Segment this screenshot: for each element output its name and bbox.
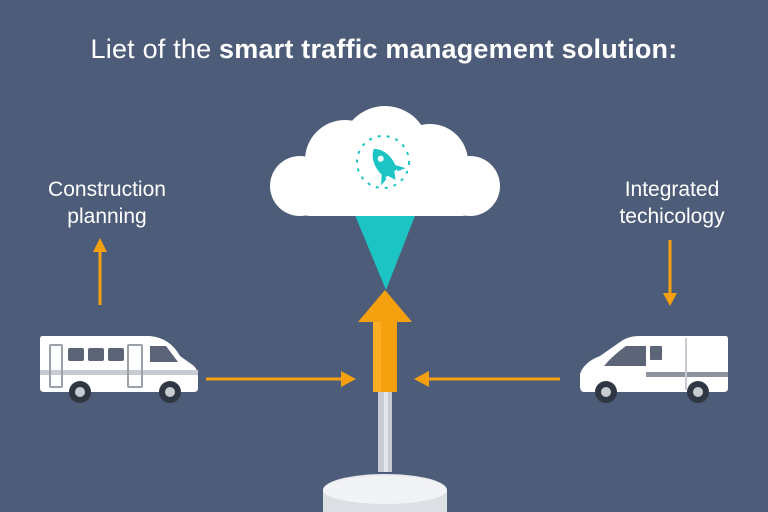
pedestal xyxy=(323,392,447,512)
minibus-icon xyxy=(40,336,198,403)
right-label-line1: Integrated xyxy=(624,178,720,201)
left-to-center-arrow xyxy=(206,371,356,387)
cloud-icon xyxy=(270,106,500,216)
right-to-center-arrow xyxy=(414,371,560,387)
title-prefix: Liet of the xyxy=(90,34,220,64)
right-label-line2: techicology xyxy=(619,205,725,228)
page-title: Liet of the smart traffic management sol… xyxy=(0,34,768,65)
rocket-icon xyxy=(356,135,410,189)
teal-beam xyxy=(352,208,418,290)
delivery-van-icon xyxy=(580,336,728,403)
left-label-line2: planning xyxy=(67,205,147,228)
title-bold: smart traffic management solution: xyxy=(219,34,678,64)
center-up-arrow xyxy=(358,290,412,392)
left-label: Construction planning xyxy=(22,176,192,230)
left-up-arrow xyxy=(93,238,107,305)
left-label-line1: Construction xyxy=(48,178,166,201)
right-down-arrow xyxy=(663,240,677,306)
right-label: Integrated techicology xyxy=(592,176,752,230)
